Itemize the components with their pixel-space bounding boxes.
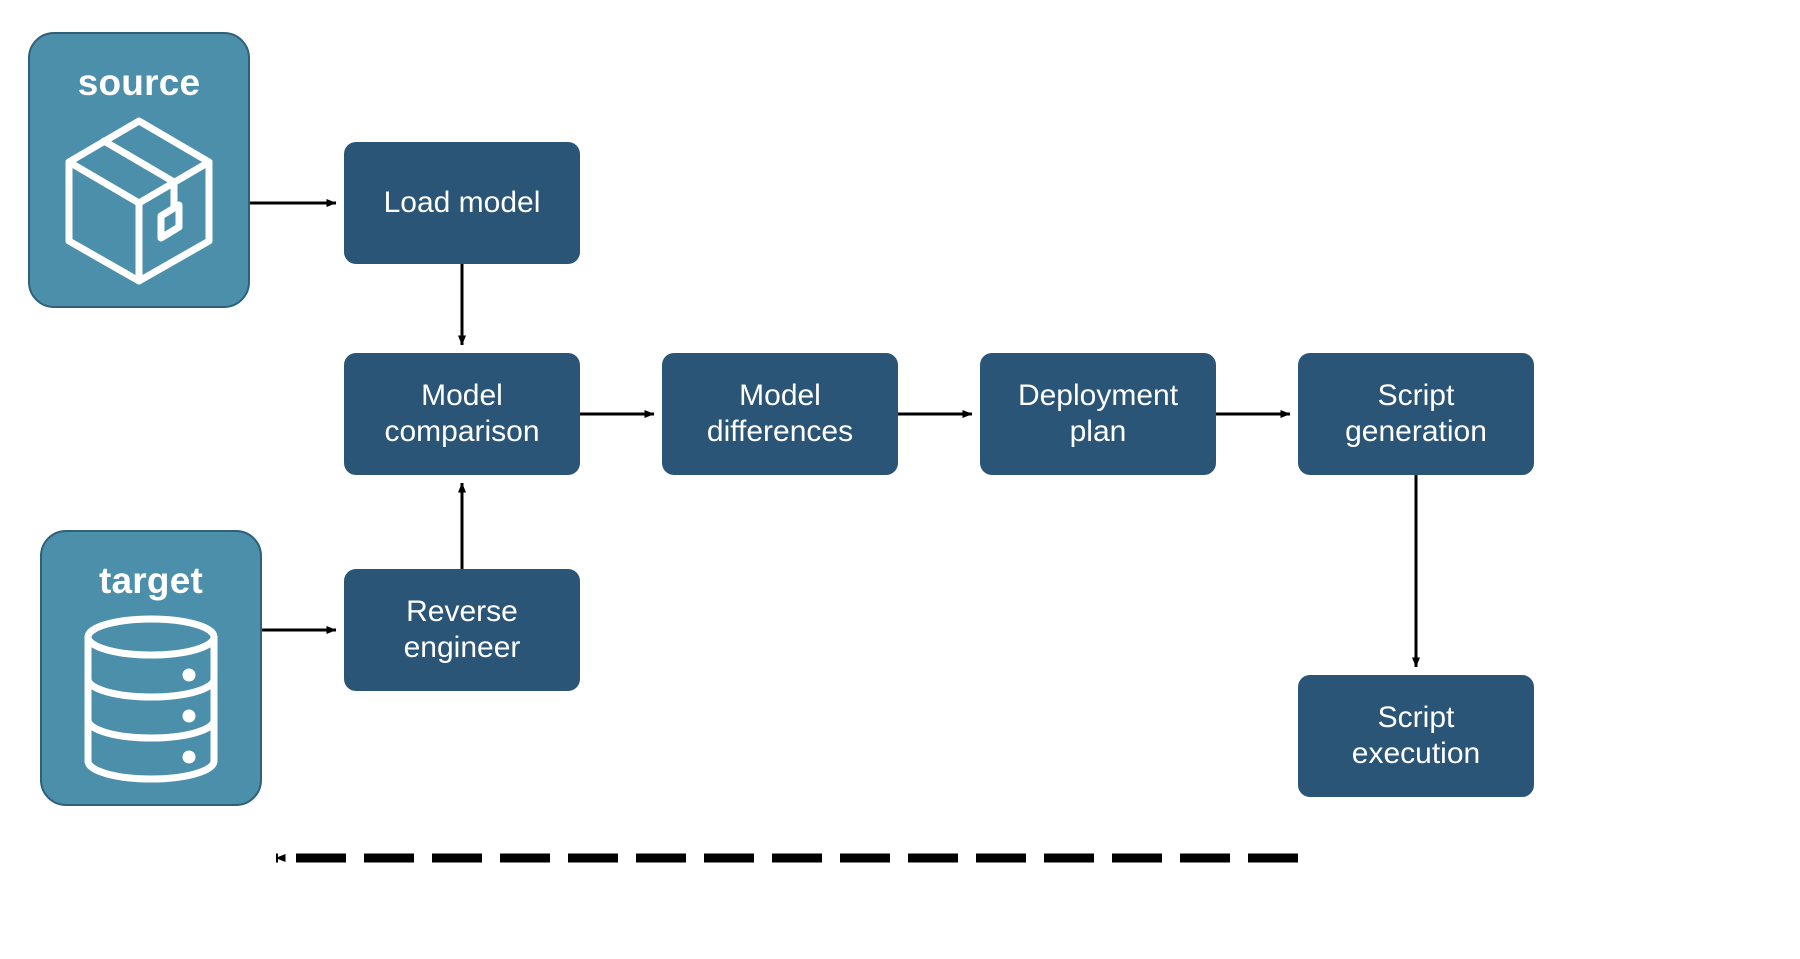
process-model-comparison[interactable]: Model comparison — [344, 353, 580, 475]
process-reverse-engineer[interactable]: Reverse engineer — [344, 569, 580, 691]
process-deployment-plan[interactable]: Deployment plan — [980, 353, 1216, 475]
package-box-icon — [59, 115, 219, 292]
process-load-model-label: Load model — [383, 186, 541, 219]
endpoint-source-label: source — [77, 62, 201, 103]
process-model-differences[interactable]: Model differences — [662, 353, 898, 475]
database-cylinder-icon — [76, 613, 226, 790]
process-model-comparison-label: Model comparison — [384, 379, 540, 448]
process-script-execution[interactable]: Script execution — [1298, 675, 1534, 797]
process-load-model[interactable]: Load model — [344, 142, 580, 264]
endpoint-target-label: target — [99, 560, 203, 601]
process-deployment-plan-label: Deployment plan — [1017, 379, 1179, 448]
process-script-execution-label: Script execution — [1351, 701, 1481, 770]
process-reverse-engineer-label: Reverse engineer — [403, 595, 521, 664]
endpoint-source[interactable]: source — [28, 32, 250, 308]
process-script-generation-label: Script generation — [1345, 379, 1487, 448]
endpoint-target[interactable]: target — [40, 530, 262, 806]
process-model-differences-label: Model differences — [706, 379, 854, 448]
process-script-generation[interactable]: Script generation — [1298, 353, 1534, 475]
